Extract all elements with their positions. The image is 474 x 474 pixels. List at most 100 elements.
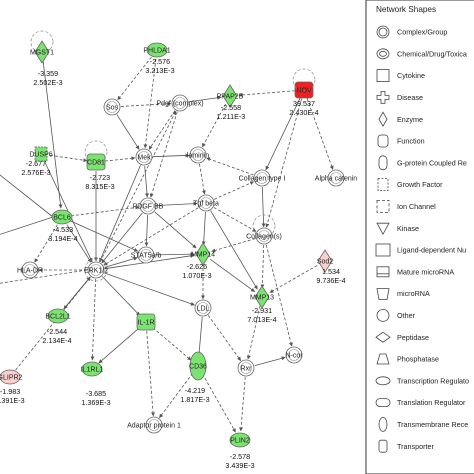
node-label: HLA-DR bbox=[17, 268, 43, 275]
chemical-icon bbox=[376, 48, 390, 60]
ion-channel-icon bbox=[376, 199, 390, 213]
node-label: ERK1/2 bbox=[84, 268, 108, 275]
node-collagens[interactable]: Collagen(s) bbox=[246, 214, 282, 245]
node-stat5[interactable]: STAT5a/b bbox=[131, 246, 162, 264]
legend-item: Peptidase bbox=[375, 331, 429, 343]
edge-ldl-rxr bbox=[207, 315, 242, 361]
legend-title: Network Shapes bbox=[376, 5, 436, 14]
node-erk12[interactable]: ERK1/2 bbox=[84, 258, 108, 282]
edge-collagens-mmp14 bbox=[211, 238, 256, 253]
node-value: 39.537 bbox=[293, 99, 315, 108]
self-loop bbox=[292, 68, 316, 92]
growth-factor-icon bbox=[377, 178, 389, 192]
gpcr-icon bbox=[378, 155, 388, 171]
node-label: Collagen(s) bbox=[246, 234, 282, 241]
edge-tgfbeta-mmp14 bbox=[201, 211, 206, 246]
edge-erk12-pdgf bbox=[99, 110, 177, 263]
legend-item: Other bbox=[376, 308, 416, 322]
node-label: PLIN2 bbox=[230, 438, 250, 445]
edge-pdgfbb-stat5 bbox=[144, 214, 149, 247]
legend-item-label: Translation Regulator bbox=[397, 398, 466, 407]
node-ldl[interactable]: LDL bbox=[194, 299, 212, 317]
node-label: CD36 bbox=[189, 364, 207, 371]
node-label: Pdgf (complex) bbox=[156, 101, 203, 108]
legend-item-label: Disease bbox=[397, 93, 423, 102]
legend-item: Chemical/Drug/Toxica bbox=[376, 48, 467, 60]
legend-item-label: Transcription Regulato bbox=[397, 376, 469, 385]
node-shape bbox=[195, 242, 211, 266]
node-glipr2[interactable]: GLIPR2-1.9831.391E-3 bbox=[0, 369, 25, 405]
node-value: -2.578 bbox=[230, 452, 250, 461]
edge-pdgfbb-tgfbeta bbox=[156, 201, 198, 206]
node-label: Tgf beta bbox=[193, 201, 219, 208]
node-label: Rxr bbox=[241, 366, 253, 373]
edge-pdgfbb-mmp14 bbox=[154, 211, 197, 249]
edge-erk12-il1r bbox=[101, 276, 141, 316]
legend-item-label: Kinase bbox=[397, 224, 419, 233]
legend-item: Transmembrane Rece bbox=[378, 416, 468, 432]
node-shape bbox=[81, 361, 103, 377]
node-il1r[interactable]: IL-1R bbox=[136, 313, 156, 331]
edge-il1r-adaptor bbox=[146, 330, 156, 417]
node-hladr[interactable]: HLA-DR bbox=[17, 261, 43, 279]
node-sos[interactable]: Sos bbox=[103, 98, 121, 116]
complex-inner-ring bbox=[288, 349, 300, 361]
node-label: NOV bbox=[296, 88, 312, 95]
node-label: CD81 bbox=[87, 160, 105, 167]
kinase-icon bbox=[376, 222, 390, 236]
edge-nov-alpha_catenin bbox=[306, 98, 334, 170]
edge-pdgf-mek bbox=[148, 110, 176, 150]
node-alpha_catenin[interactable]: Alpha catenin bbox=[315, 169, 358, 187]
node-value: -3.359 bbox=[38, 69, 58, 78]
complex-inner-ring bbox=[240, 362, 252, 374]
node-rxr[interactable]: Rxr bbox=[237, 359, 255, 377]
node-ncor[interactable]: N-cor bbox=[285, 346, 303, 364]
legend-item-label: Peptidase bbox=[397, 333, 429, 342]
edge-bcl2l1-erk12 bbox=[63, 276, 91, 310]
node-label: MMP13 bbox=[250, 295, 274, 302]
complex-inner-ring bbox=[148, 419, 160, 431]
node-laminin[interactable]: laminin bbox=[187, 146, 209, 164]
node-pdgf[interactable]: Pdgf (complex) bbox=[156, 94, 204, 112]
node-value: -2.931 bbox=[252, 306, 272, 315]
complex-group-icon bbox=[376, 25, 390, 39]
node-value: 1.211E-3 bbox=[217, 112, 246, 121]
node-collagen1[interactable]: Collagen type I bbox=[239, 169, 286, 187]
node-value: 1.369E-3 bbox=[81, 398, 110, 407]
node-label: MGST1 bbox=[30, 50, 54, 57]
node-value: -2.558 bbox=[221, 103, 241, 112]
edge-pdgfbb-erk12 bbox=[101, 212, 143, 264]
edge-erk12-ldl bbox=[104, 272, 195, 306]
node-pdgfbb[interactable]: PDGF BB bbox=[133, 197, 164, 215]
node-value: 7.013E-4 bbox=[247, 315, 276, 324]
complex-inner-ring bbox=[192, 149, 204, 161]
edge-tgfbeta-collagens bbox=[213, 207, 257, 232]
node-adaptor[interactable]: Adaptor protein 1 bbox=[127, 416, 181, 434]
translation-regulator-icon bbox=[375, 398, 391, 408]
complex-inner-ring bbox=[258, 230, 270, 242]
peptidase-icon bbox=[375, 331, 391, 343]
complex-inner-ring bbox=[200, 197, 212, 209]
node-tgfbeta[interactable]: Tgf beta bbox=[193, 194, 219, 212]
node-shape bbox=[34, 40, 50, 64]
node-value: 1.534 bbox=[322, 267, 340, 276]
edge-mmp14-mmp13 bbox=[210, 258, 255, 293]
complex-inner-ring bbox=[330, 172, 342, 184]
edge-bcl6-hladr bbox=[34, 224, 58, 263]
node-label: PPAP2B bbox=[217, 94, 244, 101]
node-mek[interactable]: Mek bbox=[135, 148, 153, 166]
